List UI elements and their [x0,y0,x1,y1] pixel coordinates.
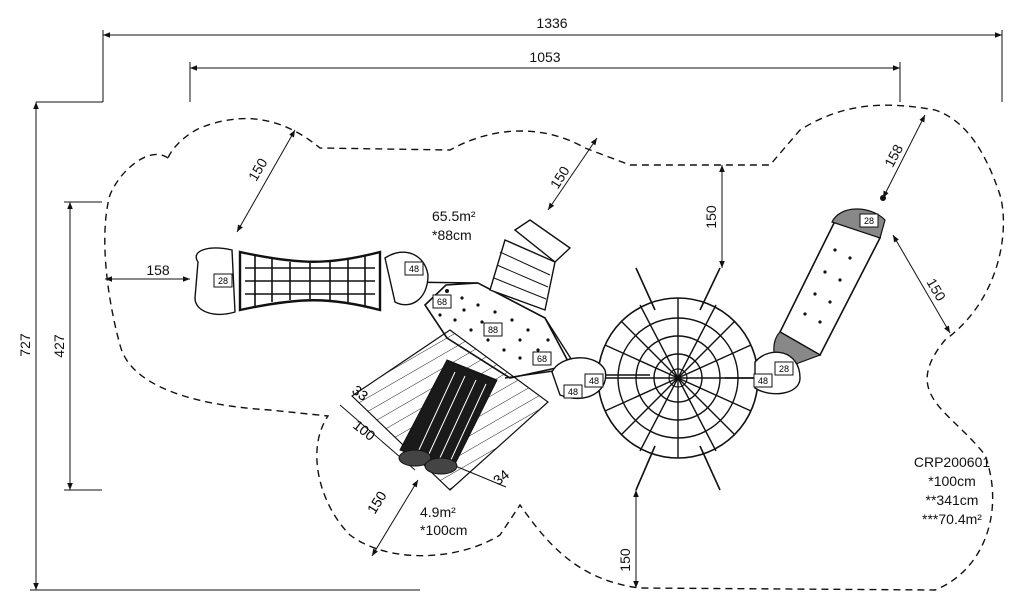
overall-height-dimension: 727 [17,102,420,591]
overall-height-label: 727 [17,333,33,357]
platform-tag: 88 [483,322,503,337]
overall-width-label: 1336 [536,15,567,31]
right-clearance-dimension: 150 [892,234,951,334]
platform-tag: 68 [532,351,552,366]
right-clearance-label: 150 [924,275,950,303]
product-specs: CRP200601 *100cm **341cm ***70.4m² [893,453,1011,529]
slide-width-c-label: 34 [490,466,512,488]
svg-text:48: 48 [589,376,599,386]
top-right-clearance-dimension: 150 [703,165,725,268]
svg-text:48: 48 [758,376,768,386]
main-area-label: 65.5m² [432,208,476,224]
platform-tag: 48 [753,373,773,388]
double-slide [398,359,498,475]
spider-net [597,267,759,491]
slide-width-b-label: 100 [350,417,378,444]
svg-text:28: 28 [779,364,789,374]
platform-tag: 28 [774,361,794,376]
right-top-clearance-dimension: 158 [881,114,926,199]
equipment-height-label: 427 [51,334,67,358]
central-platform [423,282,572,379]
svg-text:48: 48 [409,264,419,274]
overall-width-dimension: 1336 [36,15,1003,103]
platform-tag: 68 [432,294,452,309]
right-top-clearance-label: 158 [881,141,906,169]
top-left-clearance-dimension: 150 [236,129,296,233]
bottom-clearance-dimension: 150 [617,490,639,588]
svg-text:28: 28 [218,276,228,286]
main-height-label: *88cm [432,227,472,243]
platform-tag: 48 [563,384,583,399]
equipment-height-dimension: 427 [51,201,102,491]
svg-text:68: 68 [537,354,547,364]
top-mid-clearance-dimension: 150 [547,137,598,211]
top-right-clearance-label: 150 [703,205,719,229]
svg-text:48: 48 [568,387,578,397]
safety-area: ***70.4m² [922,511,982,527]
ladder-tower [489,219,572,311]
platform-tags: 28 48 68 88 68 48 48 48 [213,213,879,399]
slide-clearance-label: 150 [364,488,390,516]
slide-area-label: 4.9m² [420,504,456,520]
top-mid-clearance-label: 150 [547,163,573,191]
left-clearance-label: 158 [146,262,170,278]
equipment-width-dimension: 1053 [189,49,901,102]
svg-text:68: 68 [437,297,447,307]
svg-text:88: 88 [488,325,498,335]
platform-tag: 48 [584,373,604,388]
left-clearance-dimension: 158 [105,262,190,282]
model-number: CRP200601 [913,454,991,470]
bottom-clearance-label: 150 [617,548,633,572]
platform-tag: 48 [404,261,424,276]
equipment-width-label: 1053 [529,49,560,65]
platform-tag: 28 [859,213,879,228]
safety-zone-outline [104,104,1005,591]
fall-height: **341cm [925,492,979,508]
svg-text:28: 28 [864,216,874,226]
slide-height-label: *100cm [420,522,467,538]
platform-tag: 28 [213,273,233,288]
free-height: *100cm [928,473,976,489]
